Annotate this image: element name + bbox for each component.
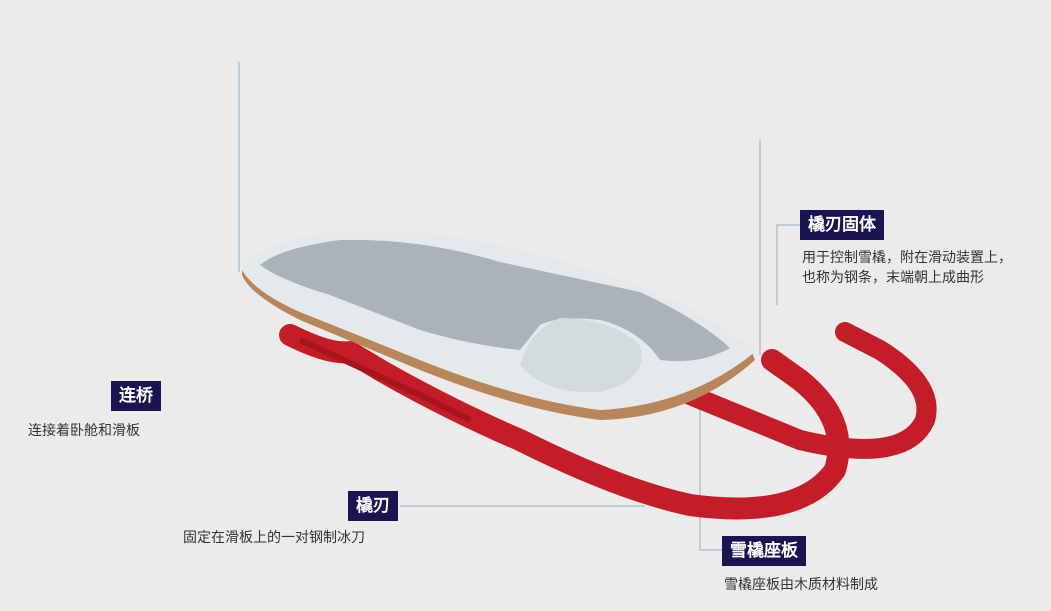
runner-desc: 固定在滑板上的一对钢制冰刀 <box>183 530 365 546</box>
bridge-desc: 连接着卧舱和滑板 <box>28 423 140 439</box>
seat-tag: 雪橇座板 <box>722 536 806 566</box>
bridge-tag: 连桥 <box>111 381 161 411</box>
seat-desc: 雪橇座板由木质材料制成 <box>724 577 878 593</box>
sled-board <box>242 230 755 420</box>
leader-lines <box>238 62 800 551</box>
runner-mount-tag: 橇刃固体 <box>800 210 884 240</box>
front-runner <box>279 324 850 520</box>
runner-tag: 橇刃 <box>348 491 398 521</box>
runner-mount-desc-2: 也称为钢条，末端朝上成曲形 <box>802 270 984 286</box>
runner-mount-desc-1: 用于控制雪橇，附在滑动装置上， <box>802 250 1012 266</box>
